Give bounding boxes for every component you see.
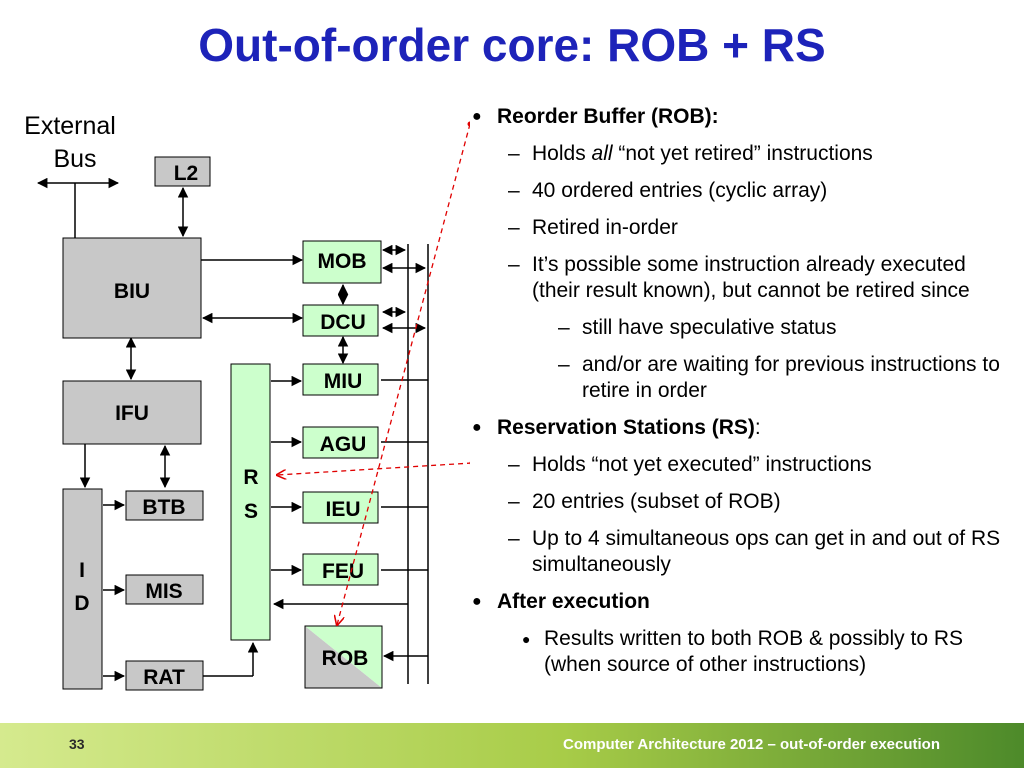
block-l2: L2	[154, 156, 211, 187]
after-heading: After execution	[497, 590, 650, 613]
external-bus-label-line1: External	[24, 112, 116, 140]
block-ieu: IEU	[302, 491, 379, 524]
rs-heading-colon: :	[754, 416, 761, 439]
rs-heading: Reservation Stations (RS)	[497, 416, 755, 439]
block-miu-label: MIU	[324, 370, 363, 393]
footer-bar: 33 Computer Architecture 2012 – out-of-o…	[0, 723, 1024, 768]
bullet-rob-holds: –Holds all “not yet retired” instruction…	[472, 141, 1017, 167]
block-miu: MIU	[302, 363, 379, 396]
block-feu-label: FEU	[322, 560, 364, 583]
block-mis-label: MIS	[145, 580, 182, 603]
rob-holds-em: all	[591, 142, 613, 165]
bullet-rob-retired: –Retired in-order	[472, 215, 1017, 241]
dash-marker: –	[508, 253, 520, 276]
bullet-rs-ops: –Up to 4 simultaneous ops can get in and…	[472, 526, 1017, 578]
rob-retired: Retired in-order	[532, 216, 678, 239]
bullet-rob-possible: –It’s possible some instruction already …	[472, 252, 1017, 304]
block-biu-label: BIU	[114, 280, 150, 303]
callout-pointers	[277, 123, 470, 625]
slide-title: Out-of-order core: ROB + RS	[198, 19, 826, 71]
block-mis: MIS	[125, 574, 204, 605]
bullet-after-results: ● Results written to both ROB & possibly …	[472, 626, 1017, 678]
bullet-rob-waiting: –and/or are waiting for previous instruc…	[472, 352, 1017, 404]
dash-marker: –	[558, 353, 570, 376]
block-rs-label-2: S	[244, 500, 258, 523]
rs-pointer-line	[277, 462, 470, 475]
block-rob: ROB	[304, 625, 383, 689]
bullet-dot: ●	[472, 419, 482, 436]
rob-speculative: still have speculative status	[582, 316, 837, 339]
block-biu: BIU	[62, 237, 202, 339]
rob-heading: Reorder Buffer (ROB):	[497, 105, 719, 128]
block-rs-label-1: R	[243, 466, 258, 489]
block-feu: FEU	[302, 553, 379, 586]
rs-pointer-dot	[469, 461, 470, 465]
dash-marker: –	[508, 179, 520, 202]
block-rat-label: RAT	[143, 666, 185, 689]
bullet-after: ● After execution	[472, 589, 1017, 615]
block-btb: BTB	[125, 490, 204, 521]
block-dcu-label: DCU	[320, 311, 366, 334]
bullet-dot-small: ●	[522, 631, 531, 647]
block-id-label-1: I	[79, 559, 85, 582]
block-agu-label: AGU	[320, 433, 367, 456]
block-mob: MOB	[302, 240, 382, 284]
block-rat: RAT	[125, 660, 204, 691]
rs-entries: 20 entries (subset of ROB)	[532, 490, 781, 513]
block-btb-label: BTB	[142, 496, 185, 519]
block-id: I D	[62, 488, 103, 690]
rob-entries: 40 ordered entries (cyclic array)	[532, 179, 828, 202]
dash-marker: –	[508, 216, 520, 239]
bullet-dot: ●	[472, 593, 482, 610]
bullet-dot: ●	[472, 108, 482, 125]
external-bus-label-line2: Bus	[53, 145, 96, 173]
block-ifu-label: IFU	[115, 402, 149, 425]
block-agu: AGU	[302, 426, 379, 459]
block-mob-label: MOB	[318, 250, 367, 273]
dash-marker: –	[508, 490, 520, 513]
rs-holds: Holds “not yet executed” instructions	[532, 453, 872, 476]
block-id-label-2: D	[74, 592, 89, 615]
page-number: 33	[69, 736, 85, 752]
bullet-rob-speculative: –still have speculative status	[472, 315, 1017, 341]
dash-marker: –	[508, 527, 520, 550]
after-results: Results written to both ROB & possibly t…	[544, 627, 964, 676]
block-ifu: IFU	[62, 380, 202, 445]
bullet-rs-entries: –20 entries (subset of ROB)	[472, 489, 1017, 515]
bullet-rs-holds: –Holds “not yet executed” instructions	[472, 452, 1017, 478]
block-dcu: DCU	[302, 304, 379, 337]
block-l2-label: L2	[174, 162, 199, 185]
block-rs: R S	[230, 363, 271, 641]
block-ieu-label: IEU	[325, 498, 360, 521]
bullet-rs: ● Reservation Stations (RS):	[472, 415, 1017, 441]
block-rob-label: ROB	[322, 647, 369, 670]
rob-pointer-dot	[467, 121, 470, 127]
dash-marker: –	[508, 453, 520, 476]
dash-marker: –	[508, 142, 520, 165]
dash-marker: –	[558, 316, 570, 339]
rob-waiting: and/or are waiting for previous instruct…	[582, 353, 1000, 402]
bullet-rob: ● Reorder Buffer (ROB):	[472, 104, 1017, 130]
bullet-list: ●Reorder Buffer (ROB): –Holds all “not y…	[472, 104, 1017, 689]
rob-holds-pre: Holds	[532, 142, 592, 165]
rs-ops: Up to 4 simultaneous ops can get in and …	[532, 527, 1001, 576]
bullet-rob-entries: –40 ordered entries (cyclic array)	[472, 178, 1017, 204]
rob-holds-post: “not yet retired” instructions	[612, 142, 873, 165]
footer-text: Computer Architecture 2012 – out-of-orde…	[562, 736, 940, 753]
connectors	[36, 177, 429, 684]
rob-possible: It’s possible some instruction already e…	[532, 253, 970, 302]
pipeline-diagram: External Bus L2 BIU IFU I D BTB MIS RAT …	[24, 112, 470, 691]
